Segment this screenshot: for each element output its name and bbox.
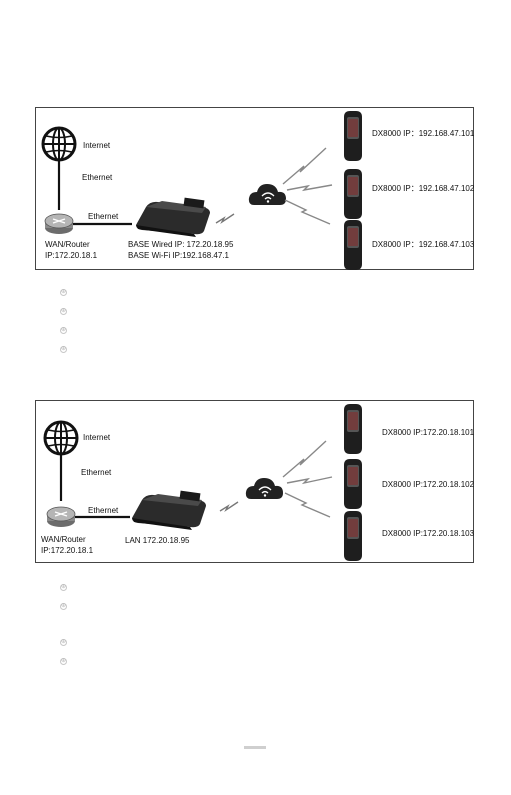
wireless-signal-icon [286, 184, 333, 192]
wireless-signal-icon [284, 199, 331, 225]
bullet-marker: ⊕ [60, 327, 67, 334]
bullet-marker: ⊕ [60, 308, 67, 315]
router-icon [44, 213, 74, 234]
bullet-marker: ⊕ [60, 289, 67, 296]
network-diagram-wifi: Internet Ethernet Ethernet WAN/Router IP… [35, 107, 474, 270]
wifi-cloud-icon [248, 184, 286, 205]
router-ip-label: IP:172.20.18.1 [45, 251, 98, 260]
dx8000-terminal-icon [344, 111, 362, 161]
bullet-marker: ⊕ [60, 346, 67, 353]
page-indicator [244, 746, 266, 749]
bullet-marker: ⊕ [60, 584, 67, 591]
wireless-signal-icon [215, 213, 235, 225]
wireless-signal-icon [284, 492, 331, 518]
ethernet-label: Ethernet [88, 506, 119, 515]
ethernet-label: Ethernet [82, 173, 113, 182]
globe-icon [41, 126, 77, 162]
diagram-graphics [43, 404, 362, 561]
router-icon [46, 506, 76, 527]
dx8000-terminal-icon [344, 220, 362, 270]
wireless-signal-icon [282, 440, 327, 478]
dx8000-terminal-icon [344, 459, 362, 509]
base-wired-ip-label: BASE Wired IP: 172.20.18.95 [128, 240, 234, 249]
device-ip-label: DX8000 IP：192.168.47.101 [372, 129, 475, 138]
internet-label: Internet [83, 433, 111, 442]
router-label: WAN/Router [45, 240, 90, 249]
wireless-signal-icon [219, 501, 239, 513]
dx8000-terminal-icon [344, 404, 362, 454]
dx8000-terminal-icon [344, 511, 362, 561]
diagram-graphics [41, 111, 362, 270]
router-label: WAN/Router [41, 535, 86, 544]
dx8000-terminal-icon [344, 169, 362, 219]
base-wifi-ip-label: BASE Wi-Fi IP:192.168.47.1 [128, 251, 229, 260]
bullet-marker: ⊕ [60, 639, 67, 646]
wireless-signal-icon [286, 476, 333, 485]
device-ip-label: DX8000 IP:172.20.18.103 [382, 529, 475, 538]
base-station-icon [132, 490, 206, 530]
base-lan-ip-label: LAN 172.20.18.95 [125, 536, 190, 545]
wireless-signal-icon [282, 147, 327, 185]
device-ip-label: DX8000 IP:172.20.18.101 [382, 428, 475, 437]
ethernet-label: Ethernet [81, 468, 112, 477]
device-ip-label: DX8000 IP：192.168.47.102 [372, 184, 475, 193]
device-ip-label: DX8000 IP：192.168.47.103 [372, 240, 475, 249]
ethernet-label: Ethernet [88, 212, 119, 221]
router-ip-label: IP:172.20.18.1 [41, 546, 94, 555]
device-ip-label: DX8000 IP:172.20.18.102 [382, 480, 475, 489]
wifi-cloud-icon [245, 478, 283, 499]
bullet-marker: ⊕ [60, 658, 67, 665]
internet-label: Internet [83, 141, 111, 150]
globe-icon [43, 420, 79, 456]
bullet-list: ⊕ ⊕ ⊕ ⊕ [60, 575, 72, 668]
network-diagram-lan: Internet Ethernet Ethernet WAN/Router IP… [35, 400, 474, 563]
base-station-icon [136, 197, 210, 237]
bullet-marker: ⊕ [60, 603, 67, 610]
bullet-list: ⊕ ⊕ ⊕ ⊕ [60, 280, 72, 356]
